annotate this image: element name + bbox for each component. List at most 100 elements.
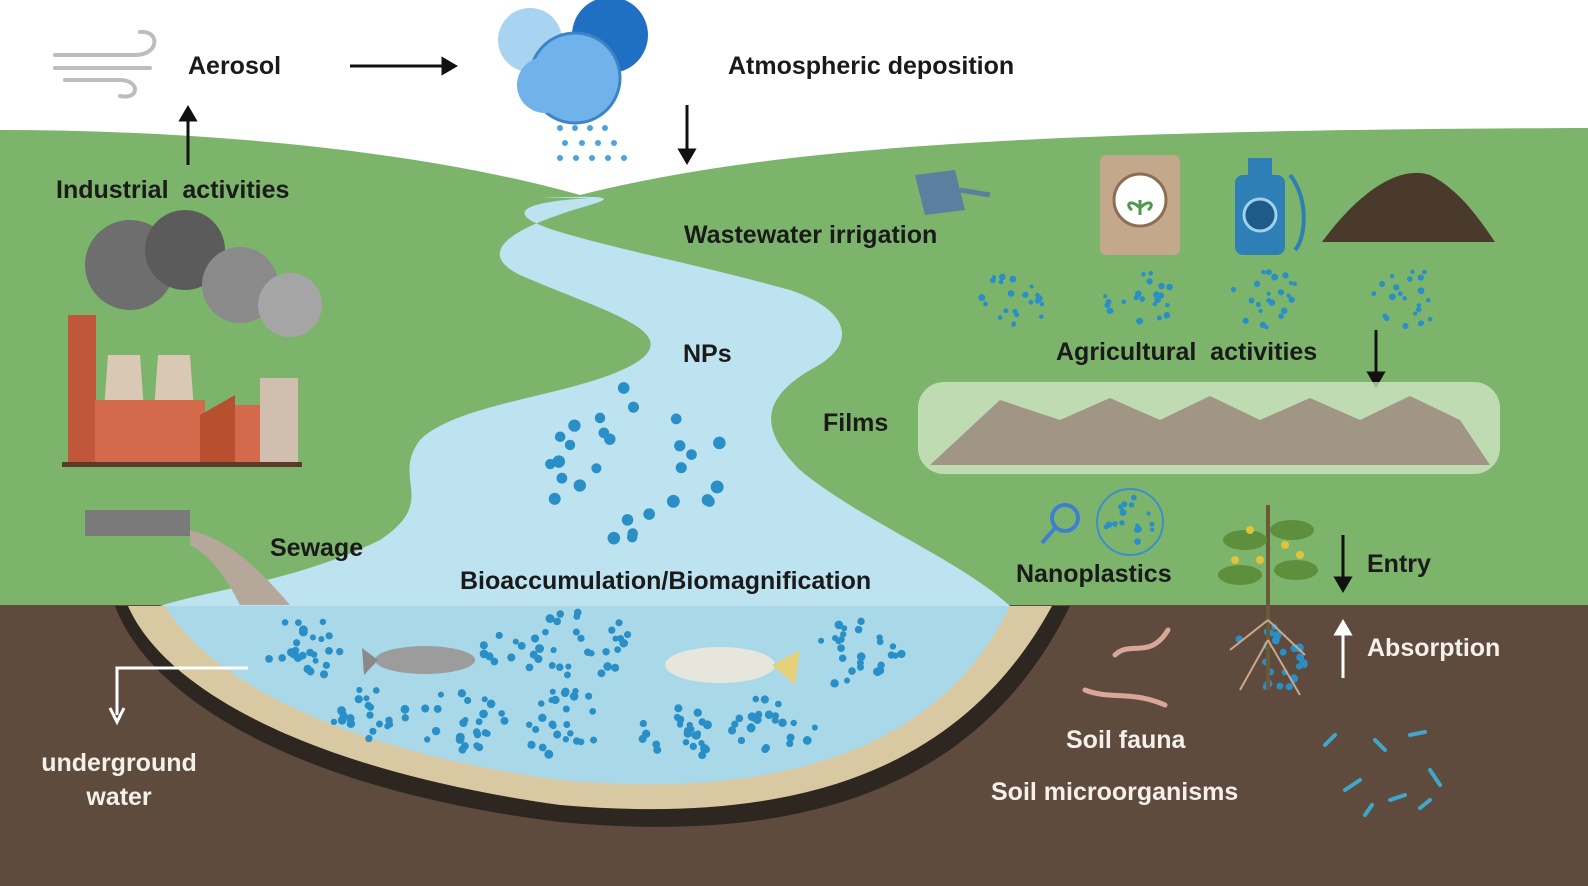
particle-dot <box>764 710 774 720</box>
particle-dot <box>841 625 848 632</box>
particle-dot <box>731 720 739 728</box>
arrow-entry-down <box>1333 535 1353 593</box>
particle-dot <box>1261 269 1266 275</box>
particle-dot <box>517 641 526 650</box>
cloud-icon <box>498 0 648 125</box>
magnifier-icon <box>1040 503 1080 545</box>
particle-dot <box>473 742 481 750</box>
particle-dot <box>1422 269 1427 275</box>
particle-dot <box>464 696 472 705</box>
salmon-fish-icon <box>362 646 475 675</box>
particle-dot <box>298 625 308 635</box>
particle-dot <box>1029 284 1034 289</box>
microorganism-icon <box>1323 730 1442 817</box>
particle-dot <box>372 687 380 694</box>
particle-dot <box>590 736 598 744</box>
particle-dot <box>1271 273 1279 281</box>
particle-dot <box>830 679 839 688</box>
particle-dot <box>1417 287 1425 295</box>
particle-dot <box>319 618 327 626</box>
particle-dot <box>298 651 307 660</box>
particle-dot <box>525 663 534 672</box>
particle-dot <box>774 700 782 708</box>
particle-dot <box>617 634 625 642</box>
particle-dot <box>537 700 545 707</box>
particle-dot <box>401 714 409 722</box>
particle-dot <box>369 727 377 735</box>
particle-dot <box>790 719 797 727</box>
particle-dot <box>588 650 595 657</box>
particle-dot <box>838 654 847 662</box>
particle-dot <box>1104 302 1111 309</box>
particle-dot <box>1242 317 1249 324</box>
particle-dot <box>1253 280 1261 288</box>
particle-dot <box>366 703 375 711</box>
particle-dot <box>848 667 856 675</box>
particle-dot <box>1034 298 1041 304</box>
particle-dot <box>1119 520 1125 526</box>
particle-dot <box>1134 290 1142 298</box>
arrow-deposition-down <box>677 105 697 165</box>
particle-dot <box>594 412 606 424</box>
particle-dot <box>990 277 996 284</box>
rain-icon <box>557 125 627 161</box>
nanoplastic-particle-icon <box>1096 488 1164 556</box>
particle-dot <box>623 630 632 639</box>
particle-dot <box>433 705 442 713</box>
particle-dot <box>1255 301 1261 308</box>
particle-dot <box>1022 291 1029 298</box>
particle-dot <box>1028 299 1034 305</box>
particle-dot <box>591 463 602 474</box>
particle-dot <box>876 638 884 646</box>
label-sewage: Sewage <box>270 534 364 562</box>
particle-dot <box>1413 311 1418 316</box>
particle-dot <box>617 382 630 394</box>
particle-dot <box>527 740 536 749</box>
particle-dot <box>735 714 744 723</box>
label-aerosol: Aerosol <box>188 52 282 80</box>
particle-dot <box>1426 297 1431 303</box>
particle-dot <box>550 646 557 654</box>
nanoplastic-particles <box>265 269 1433 760</box>
particle-dot <box>544 749 554 759</box>
particle-dot <box>834 620 844 630</box>
particle-dot <box>772 712 780 720</box>
particle-dot <box>500 716 509 725</box>
label-underground-water-line2: water <box>86 783 152 811</box>
particle-dot <box>525 721 533 728</box>
particle-dot <box>673 713 681 721</box>
particle-dot <box>1288 296 1295 303</box>
particle-dot <box>1009 275 1017 283</box>
factory-icon <box>62 210 322 467</box>
particle-dot <box>565 663 572 670</box>
particle-dot <box>356 686 363 694</box>
particle-dot <box>1416 303 1422 308</box>
particle-dot <box>748 723 755 730</box>
particle-dot <box>589 707 597 715</box>
particle-dot <box>1264 324 1269 330</box>
particle-dot <box>535 644 545 653</box>
particle-dot <box>1146 278 1153 285</box>
particle-dot <box>1118 504 1124 510</box>
particle-dot <box>786 733 795 742</box>
particle-dot <box>892 652 899 659</box>
particle-dot <box>325 647 333 655</box>
particle-dot <box>512 638 519 645</box>
particle-dot <box>1266 291 1271 296</box>
particle-dot <box>1156 315 1162 321</box>
particle-dot <box>614 646 622 654</box>
particle-dot <box>1397 291 1403 297</box>
particle-dot <box>818 637 825 644</box>
particle-dot <box>573 613 581 620</box>
particle-dot <box>336 647 344 656</box>
particle-dot <box>473 730 482 739</box>
particle-dot <box>322 661 331 669</box>
particle-dot <box>1003 308 1009 314</box>
particle-dot <box>1128 502 1135 508</box>
particle-dot <box>1393 284 1400 291</box>
particle-dot <box>1282 272 1289 279</box>
arrow-underground-water <box>108 666 248 726</box>
particle-dot <box>354 695 363 704</box>
particle-dot <box>556 610 565 618</box>
